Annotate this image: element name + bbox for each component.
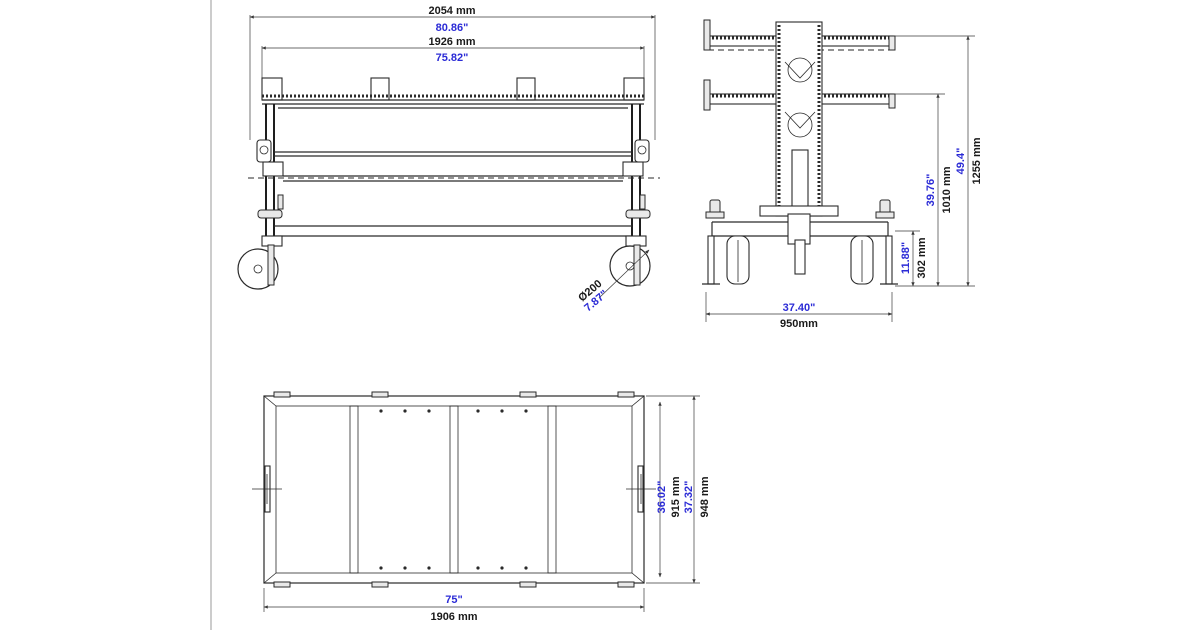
end-view: 37.40" 950mm 49.4" 1255 mm 39.76" 1010 m… bbox=[702, 19, 983, 330]
inner-length-in: 75.82" bbox=[436, 52, 469, 64]
base-height-mm: 302 mm bbox=[916, 237, 928, 278]
end-width-in: 37.40" bbox=[783, 302, 816, 314]
lower-tier-height-in: 39.76" bbox=[925, 174, 937, 207]
total-height-mm: 1255 mm bbox=[971, 137, 983, 184]
inner-width-in: 36.02" bbox=[656, 481, 668, 514]
overall-length-mm: 2054 mm bbox=[428, 5, 475, 17]
base-height-in: 11.88" bbox=[900, 242, 912, 274]
inner-width-mm: 915 mm bbox=[670, 476, 682, 517]
outer-width-in: 37.32" bbox=[683, 481, 695, 514]
side-view: 2054 mm 80.86" 1926 mm 75.82" bbox=[237, 5, 660, 314]
top-length-in: 75" bbox=[445, 594, 462, 606]
outer-width-mm: 948 mm bbox=[699, 476, 711, 517]
overall-length-in: 80.86" bbox=[436, 22, 469, 34]
lower-tier-height-mm: 1010 mm bbox=[941, 166, 953, 213]
total-height-in: 49.4" bbox=[955, 148, 967, 175]
top-view: 75" 1906 mm 36.02" 915 mm 37.32" 948 mm bbox=[252, 391, 711, 623]
inner-length-mm: 1926 mm bbox=[428, 36, 475, 48]
end-width-mm: 950mm bbox=[780, 318, 818, 330]
top-length-mm: 1906 mm bbox=[430, 611, 477, 623]
